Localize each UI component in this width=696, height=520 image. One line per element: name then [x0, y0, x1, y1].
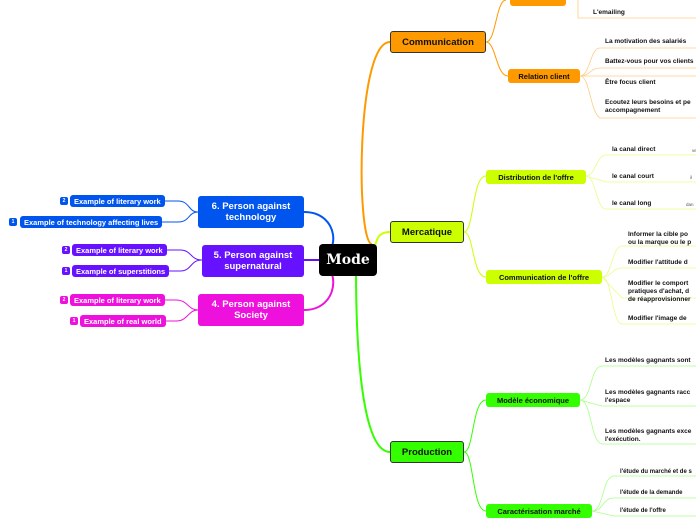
- root-node[interactable]: Mode: [319, 244, 377, 276]
- leaf-etude-marche[interactable]: l'étude du marché et de s: [620, 469, 692, 475]
- leaf-canal-direct[interactable]: la canal direct: [612, 146, 656, 153]
- badge-society-literary-work[interactable]: 2: [60, 296, 68, 304]
- leaf-battez-vous[interactable]: Battez-vous pour vos clients: [605, 58, 694, 65]
- leaf-ecoutez[interactable]: Ecoutez leurs besoins et pe: [605, 99, 691, 106]
- node-caracterisation-marche[interactable]: Caractérisation marché: [486, 504, 592, 518]
- node-technology-affecting-lives[interactable]: Example of technology affecting lives: [20, 216, 163, 228]
- node-relation-client[interactable]: Relation client: [508, 69, 580, 83]
- node-supernatural-superstitions[interactable]: Example of superstitions: [72, 265, 170, 277]
- leaf-etre-focus[interactable]: Être focus client: [605, 79, 656, 86]
- connector-communication-offre: [463, 231, 487, 278]
- connector-technology-children: [20, 200, 199, 223]
- leaf-informer-1[interactable]: Informer la cible po: [628, 231, 688, 238]
- badge-supernatural-superstitions[interactable]: 1: [62, 267, 70, 275]
- leaf-modeles-gagnants-1[interactable]: Les modèles gagnants sont: [605, 357, 691, 364]
- connector-communication-top-sub: [485, 0, 507, 43]
- leaf-canal-long[interactable]: le canal long: [612, 200, 652, 207]
- node-person-against-technology[interactable]: 6. Person against technology: [198, 196, 304, 228]
- connector-distribution-leaves: [585, 154, 696, 210]
- node-communication[interactable]: Communication: [390, 31, 486, 53]
- note-canal-court: il: [690, 175, 692, 180]
- leaf-canal-court[interactable]: le canal court: [612, 173, 654, 180]
- node-supernatural-literary-work[interactable]: Example of literary work: [72, 244, 167, 256]
- leaf-modifier-comport-2[interactable]: pratiques d'achat, d: [628, 288, 690, 295]
- node-society-literary-work[interactable]: Example of literary work: [70, 294, 165, 306]
- connector-caracterisation-leaves: [591, 475, 696, 517]
- badge-society-real-world[interactable]: 1: [70, 317, 78, 325]
- connector-distribution: [463, 175, 487, 233]
- node-communication-offre[interactable]: Communication de l'offre: [486, 270, 602, 284]
- leaf-modeles-gagnants-3b[interactable]: l'exécution.: [605, 436, 641, 443]
- node-society-real-world[interactable]: Example of real world: [80, 315, 166, 327]
- node-person-against-society[interactable]: 4. Person against Society: [198, 294, 304, 326]
- leaf-informer-2[interactable]: ou la marque ou le p: [628, 239, 692, 246]
- connector-modele: [463, 399, 487, 453]
- leaf-etude-offre[interactable]: l'étude de l'offre: [620, 508, 666, 514]
- connector-relation-leaves: [579, 47, 696, 119]
- leaf-modifier-image[interactable]: Modifier l'image de: [628, 315, 687, 322]
- connector-production: [355, 269, 391, 453]
- leaf-modeles-gagnants-3a[interactable]: Les modèles gagnants exce: [605, 428, 692, 435]
- badge-supernatural-literary-work[interactable]: 2: [62, 246, 70, 254]
- node-production[interactable]: Production: [390, 441, 464, 463]
- connector-caracterisation: [463, 451, 487, 512]
- connector-society-children: [70, 299, 199, 322]
- connector-communication: [360, 41, 391, 245]
- badge-technology-literary-work[interactable]: 2: [60, 197, 68, 205]
- node-person-against-supernatural[interactable]: 5. Person against supernatural: [202, 245, 304, 277]
- note-canal-long: dan: [686, 202, 694, 207]
- connector-supernatural-children: [72, 249, 203, 272]
- node-distribution-offre[interactable]: Distribution de l'offre: [486, 170, 586, 184]
- connector-emailing: [577, 0, 696, 19]
- leaf-motivation[interactable]: La motivation des salariés: [605, 38, 687, 45]
- badge-technology-affecting-lives[interactable]: 1: [9, 218, 17, 226]
- connector-offre-leaves: [601, 245, 696, 325]
- connector-modele-leaves: [579, 365, 696, 445]
- node-mercatique[interactable]: Mercatique: [390, 221, 464, 243]
- connector-relation-client: [485, 41, 509, 77]
- node-technology-literary-work[interactable]: Example of literary work: [70, 195, 165, 207]
- leaf-modifier-comport-1[interactable]: Modifier le comport: [628, 280, 689, 287]
- leaf-modeles-gagnants-2a[interactable]: Les modèles gagnants racc: [605, 389, 691, 396]
- node-modele-economique[interactable]: Modèle économique: [486, 393, 580, 407]
- leaf-modifier-comport-3[interactable]: de réapprovisionner: [628, 296, 691, 303]
- leaf-modeles-gagnants-2b[interactable]: l'espace: [605, 397, 631, 404]
- leaf-emailing[interactable]: L'emailing: [593, 9, 625, 16]
- note-canal-direct: ve: [692, 148, 696, 153]
- leaf-modifier-attitude[interactable]: Modifier l'attitude d: [628, 259, 688, 266]
- leaf-accompagnement[interactable]: accompagnement: [605, 107, 661, 114]
- node-communication-top-sub[interactable]: [510, 0, 566, 6]
- leaf-etude-demande[interactable]: l'étude de la demande: [620, 490, 683, 496]
